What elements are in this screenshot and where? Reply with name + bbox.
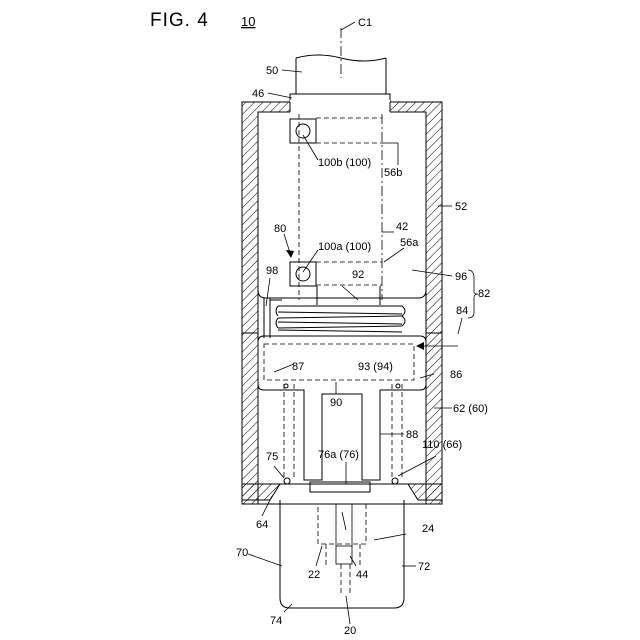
leader-84 — [458, 318, 462, 334]
leader-70 — [248, 554, 282, 566]
label-80: 80 — [274, 223, 286, 235]
label-96: 96 — [455, 271, 467, 283]
leader-46 — [268, 93, 292, 98]
cover-72 — [280, 500, 404, 608]
label-110: 110 (66) — [422, 439, 462, 451]
label-92: 92 — [352, 269, 364, 281]
leader-20 — [346, 596, 350, 624]
label-93: 93 (94) — [358, 361, 393, 373]
leader-50 — [282, 70, 302, 72]
label-100a: 100a (100) — [318, 241, 371, 253]
label-86: 86 — [450, 369, 462, 381]
label-72: 72 — [418, 561, 430, 573]
leader-22 — [316, 546, 322, 566]
label-22: 22 — [308, 569, 320, 581]
label-52: 52 — [455, 201, 467, 213]
label-70: 70 — [236, 547, 248, 559]
leader-44 — [350, 556, 356, 566]
label-42: 42 — [396, 221, 408, 233]
label-64: 64 — [256, 519, 268, 531]
figure-number: 10 — [241, 14, 255, 29]
label-74: 74 — [270, 615, 282, 627]
sensor-unit-24 — [318, 504, 366, 596]
label-56a: 56a — [400, 237, 419, 249]
bracket-82 — [468, 270, 478, 318]
label-98: 98 — [266, 265, 278, 277]
leader-24 — [374, 534, 406, 540]
label-50: 50 — [266, 65, 278, 77]
label-44: 44 — [356, 569, 368, 581]
label-20: 20 — [344, 625, 356, 637]
figure-title: FIG. 4 — [150, 10, 209, 31]
label-75: 75 — [266, 451, 278, 463]
label-82: 82 — [478, 288, 490, 300]
label-90: 90 — [330, 397, 342, 409]
label-c1: C1 — [358, 17, 372, 29]
leader-c1 — [341, 22, 355, 30]
label-76a: 76a (76) — [318, 449, 359, 461]
label-88: 88 — [406, 429, 418, 441]
label-24: 24 — [422, 523, 434, 535]
label-62: 62 (60) — [453, 403, 488, 415]
label-56b: 56b — [384, 167, 402, 179]
label-87: 87 — [292, 361, 304, 373]
label-46: 46 — [252, 88, 264, 100]
label-84: 84 — [456, 305, 468, 317]
label-100b: 100b (100) — [318, 157, 371, 169]
